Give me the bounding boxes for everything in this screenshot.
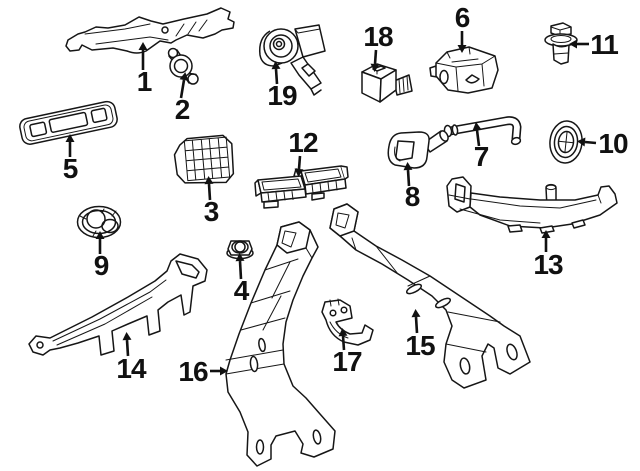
callout-8[interactable]: 8 xyxy=(404,181,421,212)
callout-arrowhead-8 xyxy=(403,162,413,171)
callout-arrowhead-9 xyxy=(95,231,105,239)
callout-arrowhead-7 xyxy=(472,122,482,131)
callout-arrow-10 xyxy=(584,140,597,145)
callout-arrowhead-16 xyxy=(220,366,228,376)
callout-arrowhead-10 xyxy=(577,137,586,147)
callout-13[interactable]: 13 xyxy=(533,249,563,280)
callout-arrowhead-15 xyxy=(411,309,421,318)
part-15-floor-duct-right xyxy=(329,203,531,389)
callout-arrow-14 xyxy=(125,339,130,357)
callout-arrows xyxy=(65,31,597,376)
callout-12[interactable]: 12 xyxy=(288,127,318,158)
callout-arrowhead-2 xyxy=(179,72,189,81)
part-17-bracket xyxy=(321,298,374,346)
callout-5[interactable]: 5 xyxy=(62,153,79,184)
callout-1[interactable]: 1 xyxy=(136,66,153,97)
part-7-hose xyxy=(443,116,522,146)
part-12-floor-vents xyxy=(254,165,349,209)
callout-arrowhead-6 xyxy=(457,45,467,53)
callout-arrowhead-3 xyxy=(204,176,214,185)
callout-15[interactable]: 15 xyxy=(405,330,435,361)
part-6-module xyxy=(429,46,499,94)
callout-arrow-7 xyxy=(475,129,481,147)
callout-arrow-12 xyxy=(297,155,302,170)
callout-arrow-19 xyxy=(274,68,279,85)
callout-arrowhead-5 xyxy=(65,134,75,142)
callout-arrowhead-18 xyxy=(370,63,380,72)
part-8-demister-outlet xyxy=(387,130,449,169)
callout-9[interactable]: 9 xyxy=(93,250,110,281)
callout-2[interactable]: 2 xyxy=(174,94,191,125)
callout-arrow-17 xyxy=(341,335,346,351)
callout-17[interactable]: 17 xyxy=(332,346,362,377)
part-5-vent-bezel xyxy=(19,100,118,145)
part-16-center-duct xyxy=(225,221,336,467)
callout-arrowhead-17 xyxy=(338,328,348,337)
callout-arrow-3 xyxy=(207,183,212,201)
callout-18[interactable]: 18 xyxy=(363,21,393,52)
callout-arrow-15 xyxy=(414,316,419,334)
callout-19[interactable]: 19 xyxy=(267,80,297,111)
callout-arrowhead-14 xyxy=(122,332,132,341)
part-3-vent-grille xyxy=(173,134,235,184)
part-14-floor-duct-left xyxy=(28,253,208,356)
part-2-valve-grommet xyxy=(167,47,199,85)
callout-arrow-8 xyxy=(406,169,411,187)
part-1-defroster-duct xyxy=(65,7,235,54)
callout-arrowhead-4 xyxy=(235,253,245,262)
callout-arrowhead-19 xyxy=(271,61,281,70)
callout-6[interactable]: 6 xyxy=(454,2,471,33)
callout-arrowhead-13 xyxy=(541,230,551,238)
callout-3[interactable]: 3 xyxy=(203,196,220,227)
callout-4[interactable]: 4 xyxy=(233,275,250,306)
callout-10[interactable]: 10 xyxy=(598,128,628,159)
part-10-grommet xyxy=(549,120,583,164)
part-13-side-duct xyxy=(446,176,618,234)
callout-11[interactable]: 11 xyxy=(590,29,619,60)
part-19-actuator xyxy=(258,24,326,96)
part-18-sensor xyxy=(361,63,413,103)
callout-arrow-18 xyxy=(373,49,378,65)
callout-arrowhead-11 xyxy=(569,39,577,49)
callout-arrowhead-12 xyxy=(294,168,304,177)
callout-arrow-2 xyxy=(179,79,186,99)
callout-14[interactable]: 14 xyxy=(116,353,146,384)
callout-arrow-4 xyxy=(238,260,243,280)
callout-7[interactable]: 7 xyxy=(473,141,490,172)
callout-arrowhead-1 xyxy=(138,42,148,50)
callout-16[interactable]: 16 xyxy=(178,356,208,387)
